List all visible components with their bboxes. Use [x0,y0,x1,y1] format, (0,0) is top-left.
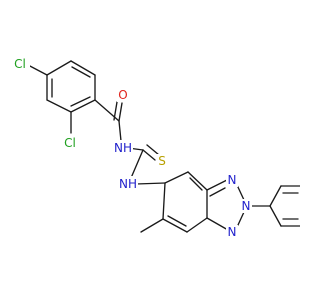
bond [70,60,96,76]
bond [71,66,91,78]
bond [187,171,208,191]
bond [269,205,282,227]
triazole-n-label: N [228,225,237,239]
bond [46,60,72,76]
chlorine-label: Cl [64,136,76,150]
bond [27,64,48,76]
triazole-n-label: N [228,173,237,187]
bond [186,217,208,233]
bond [206,179,228,191]
thiourea-nh-label: NH [119,177,137,191]
amide-nh-label: NH [114,141,132,155]
molecule-drawing: Cl Cl O NH S NH N N N [10,56,301,239]
bond [130,149,144,179]
bond [236,184,245,201]
bond [162,218,188,233]
bond-layer [27,60,301,233]
bond [118,102,123,122]
bond [209,187,226,197]
triazole-n-label: N [242,199,251,213]
bond [269,185,282,207]
sulfur-label: S [158,154,166,168]
bond [113,101,118,121]
bond [135,182,166,185]
oxygen-label: O [118,88,127,102]
structure-canvas: Cl Cl O NH S NH N N N [10,56,301,239]
bond [46,99,72,113]
bond [237,211,245,226]
chlorine-label: Cl [14,57,26,71]
atom-labels: Cl Cl O NH S NH N N N [10,56,252,239]
bond [206,217,229,231]
bond [70,99,96,113]
bond [164,171,189,184]
bond [189,177,203,191]
bond [146,144,160,156]
bond [70,96,91,107]
bond [140,218,164,233]
bond [167,215,187,227]
bond [142,149,156,161]
bond [162,182,166,220]
bond [118,120,122,142]
